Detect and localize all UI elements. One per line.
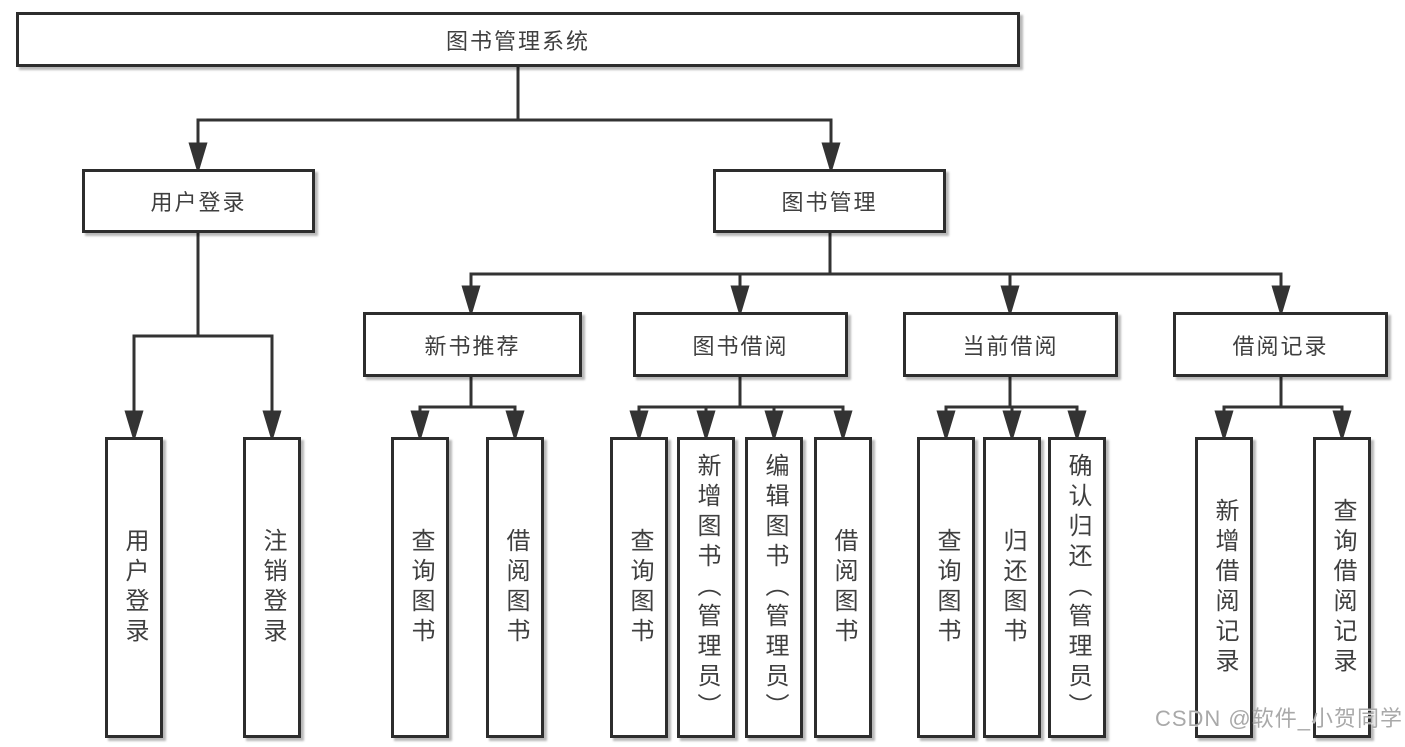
node-label: 新书推荐 bbox=[424, 333, 521, 359]
connector-root-to-level2 bbox=[188, 67, 841, 175]
leaf-add-book-admin: 新增图书（管理员） bbox=[677, 437, 735, 738]
leaf-return-book: 归还图书 bbox=[983, 437, 1041, 738]
connector-new-book-rec-children bbox=[410, 377, 525, 443]
node-label: 图书管理 bbox=[781, 190, 878, 215]
leaf-recommend-borrow-book: 借阅图书 bbox=[486, 437, 544, 738]
leaf-label: 借阅图书 bbox=[502, 527, 529, 648]
node-label: 当前借阅 bbox=[962, 333, 1059, 359]
leaf-add-borrow-record: 新增借阅记录 bbox=[1195, 437, 1253, 738]
csdn-watermark: CSDN @软件_小贺同学 bbox=[1154, 706, 1403, 731]
connector-borrow-record-children bbox=[1214, 377, 1352, 443]
leaf-current-query-book: 查询图书 bbox=[917, 437, 975, 738]
node-label: 图书管理系统 bbox=[445, 28, 590, 54]
node-current-borrow: 当前借阅 bbox=[903, 312, 1118, 377]
leaf-user-login: 用户登录 bbox=[105, 437, 163, 738]
leaf-logout: 注销登录 bbox=[243, 437, 301, 738]
leaf-label: 查询图书 bbox=[933, 527, 960, 648]
connector-book-borrow-children bbox=[629, 377, 853, 443]
leaf-label: 确认归还（管理员） bbox=[1064, 452, 1091, 723]
leaf-label: 新增图书（管理员） bbox=[693, 452, 720, 723]
connector-user-login-children bbox=[124, 233, 282, 443]
node-label: 图书借阅 bbox=[692, 333, 789, 359]
leaf-label: 注销登录 bbox=[259, 527, 286, 648]
leaf-label: 用户登录 bbox=[121, 527, 148, 648]
leaf-label: 借阅图书 bbox=[830, 527, 857, 648]
connector-book-mgmt-children bbox=[461, 233, 1291, 318]
node-book-management: 图书管理 bbox=[713, 169, 946, 233]
leaf-recommend-query-book: 查询图书 bbox=[391, 437, 449, 738]
leaf-borrow-query-book: 查询图书 bbox=[610, 437, 668, 738]
leaf-label: 编辑图书（管理员） bbox=[761, 452, 788, 723]
node-borrow-record: 借阅记录 bbox=[1173, 312, 1388, 377]
leaf-label: 查询借阅记录 bbox=[1329, 497, 1356, 678]
leaf-label: 查询图书 bbox=[626, 527, 653, 648]
leaf-label: 新增借阅记录 bbox=[1211, 497, 1238, 678]
leaf-label: 归还图书 bbox=[999, 527, 1026, 648]
node-new-book-recommend: 新书推荐 bbox=[363, 312, 582, 377]
node-library-system: 图书管理系统 bbox=[16, 12, 1020, 67]
node-label: 借阅记录 bbox=[1232, 333, 1329, 359]
leaf-borrow-book: 借阅图书 bbox=[814, 437, 872, 738]
leaf-label: 查询图书 bbox=[407, 527, 434, 648]
leaf-query-borrow-record: 查询借阅记录 bbox=[1313, 437, 1371, 738]
leaf-confirm-return-admin: 确认归还（管理员） bbox=[1048, 437, 1106, 738]
node-label: 用户登录 bbox=[150, 190, 247, 215]
node-user-login: 用户登录 bbox=[82, 169, 315, 233]
node-book-borrow: 图书借阅 bbox=[633, 312, 848, 377]
connector-current-borrow-children bbox=[936, 377, 1087, 443]
leaf-edit-book-admin: 编辑图书（管理员） bbox=[745, 437, 803, 738]
